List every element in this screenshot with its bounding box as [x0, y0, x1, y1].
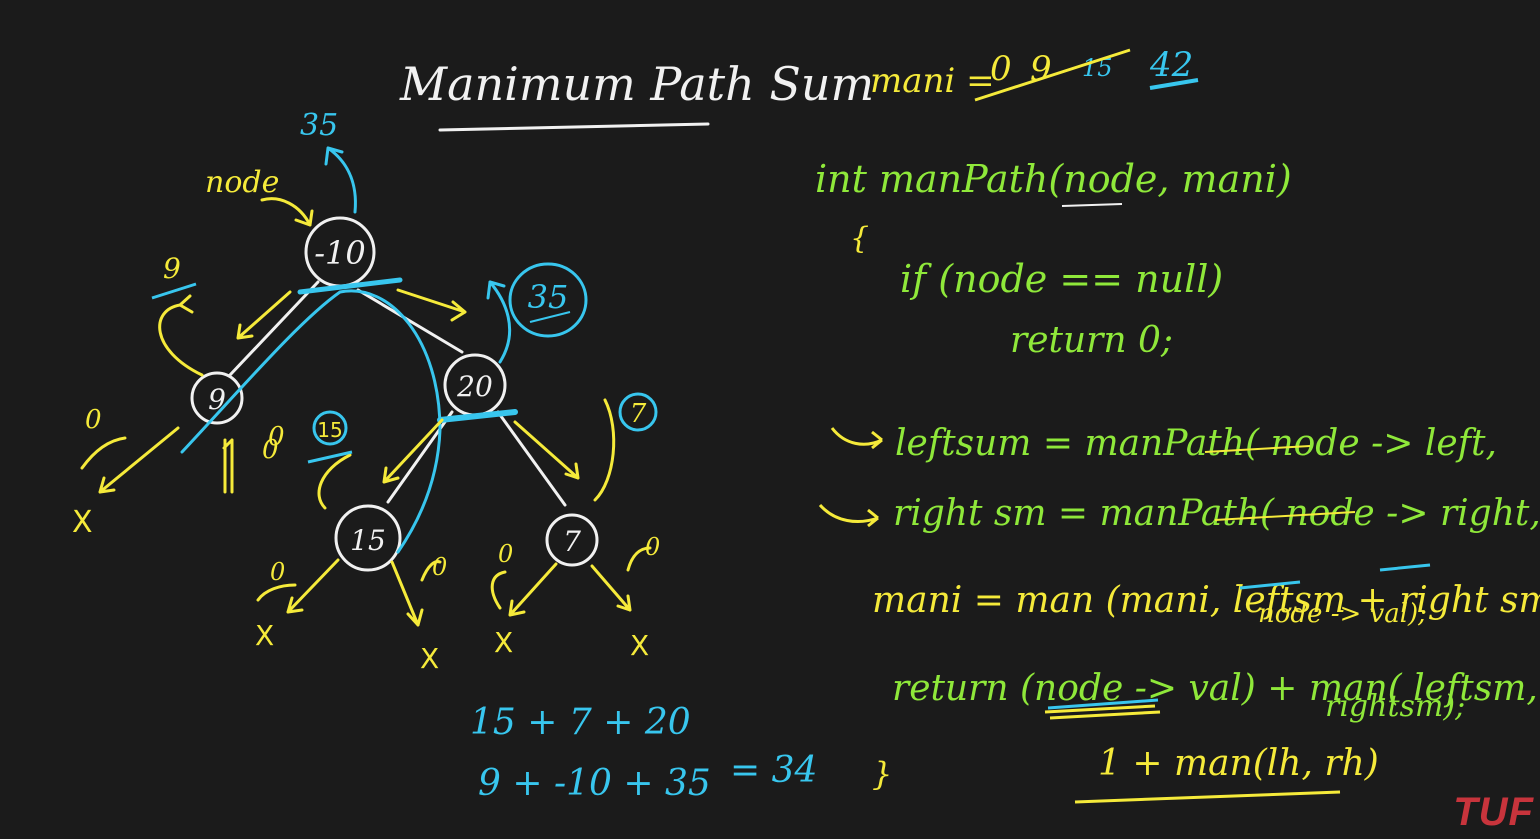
code-maxi-line-1: mani = man (mani, leftsm + right sm +	[872, 580, 1540, 621]
svg-text:0: 0	[85, 405, 102, 435]
svg-text:0: 0	[498, 540, 513, 568]
code-return-line-2: rightsm);	[1325, 689, 1465, 724]
code-leftsum-line: leftsum = manPath( node -> left,	[895, 423, 1497, 464]
tree-edges	[228, 280, 567, 507]
title: Manimum Path Sum	[399, 57, 874, 111]
maxi-struck-0: 0	[990, 49, 1012, 89]
node-right-value: 20	[456, 370, 493, 403]
code-if-line: if (node == null)	[900, 257, 1223, 301]
node-left-value: 9	[208, 383, 226, 416]
maxi-tracker: mani = 0 9 15 42	[870, 45, 1199, 102]
left-line-arrow	[830, 427, 883, 450]
null-markers: X X X X X	[72, 505, 649, 675]
tree-node-right: 20	[443, 353, 507, 417]
node-root-value: -10	[314, 234, 366, 272]
svg-text:X: X	[72, 505, 93, 540]
code-return-zero: return 0;	[1010, 320, 1173, 361]
node-right-left-value: 15	[350, 524, 386, 557]
svg-text:0: 0	[645, 533, 660, 561]
max-path-highlight	[180, 277, 518, 554]
svg-text:X: X	[494, 626, 513, 659]
right-right-return-badge: 7	[618, 392, 658, 432]
svg-text:X: X	[255, 619, 274, 652]
svg-text:0: 0	[262, 435, 279, 465]
sum-line-1: 15 + 7 + 20	[470, 702, 691, 743]
left-return-value: 9	[163, 252, 181, 285]
code-return-line-1: return (node -> val) + man( leftsm,	[892, 668, 1538, 709]
code-close-brace: }	[872, 755, 892, 793]
code-rightsum-line: right sm = manPath( node -> right,	[893, 493, 1540, 534]
right-return-value: 35	[528, 278, 569, 316]
height-underline	[1074, 790, 1341, 804]
right-left-return-value: 15	[317, 418, 342, 442]
node-pointer-label: node	[205, 165, 279, 200]
maxi-struck-9: 9	[1030, 49, 1052, 89]
svg-text:0: 0	[432, 553, 447, 581]
maxi-final-value: 42	[1149, 45, 1193, 85]
right-line-arrow	[818, 503, 879, 528]
code-maxi-line-2: node -> val);	[1258, 599, 1427, 629]
root-return-value: 35	[300, 108, 338, 143]
svg-text:0: 0	[268, 422, 285, 452]
node-right-right-value: 7	[563, 525, 581, 558]
call-arrows	[80, 197, 652, 627]
maxi-label: mani =	[870, 61, 995, 101]
svg-text:0: 0	[270, 558, 285, 586]
code-block: int manPath(node, mani) { if (node == nu…	[815, 157, 1540, 804]
tuf-logo: TUF	[1453, 790, 1534, 834]
right-return-badge: 35	[508, 262, 588, 338]
zero-returns: 0 0 0 0 0 0 0	[85, 405, 660, 586]
title-underline	[438, 122, 710, 132]
svg-text:X: X	[420, 642, 439, 675]
tree-node-root: -10	[304, 216, 376, 288]
code-node-underline	[1061, 203, 1123, 207]
sum-line-2-result: = 34	[730, 750, 817, 791]
code-signature: int manPath(node, mani)	[815, 157, 1292, 201]
return-arrows	[324, 146, 511, 364]
right-left-return-badge: 15	[307, 410, 353, 464]
right-right-return-value: 7	[630, 399, 647, 429]
tree-node-right-left: 15	[334, 504, 402, 572]
code-height-line: 1 + man(lh, rh)	[1098, 743, 1379, 784]
sum-line-2: 9 + -10 + 35	[478, 763, 711, 804]
code-open-brace: {	[850, 221, 869, 256]
tree-node-right-right: 7	[545, 513, 599, 567]
left-return-underline	[151, 282, 197, 300]
maxi-final-underline	[1149, 78, 1199, 90]
maxi-strike-line	[974, 48, 1131, 102]
svg-text:X: X	[630, 629, 649, 662]
